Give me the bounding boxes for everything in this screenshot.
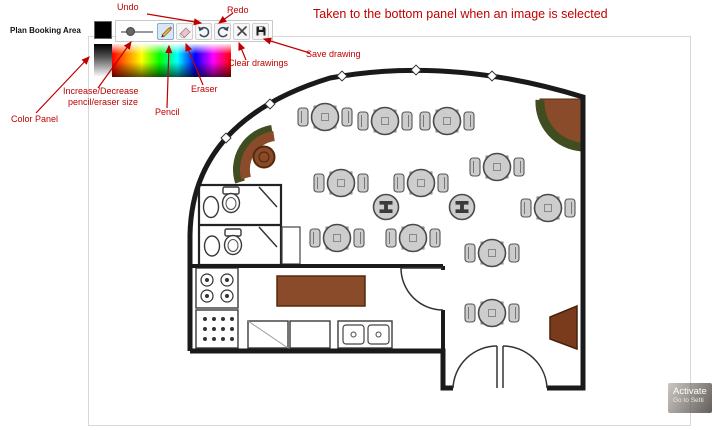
restrooms[interactable]: [197, 183, 283, 267]
palette-grayscale[interactable]: [94, 44, 112, 77]
annotation-size-line1: Increase/Decrease: [63, 86, 139, 96]
annotation-size-line2: pencil/eraser size: [68, 97, 139, 107]
window-markers: [220, 64, 498, 144]
dining-table[interactable]: [419, 106, 475, 136]
bar-counter[interactable]: [276, 275, 366, 307]
building-walls: [187, 67, 586, 391]
dining-table[interactable]: [309, 223, 365, 253]
activation-watermark: Activate Go to Setti: [668, 383, 712, 413]
dining-table[interactable]: [385, 223, 441, 253]
size-slider[interactable]: [119, 23, 155, 40]
piano[interactable]: [549, 304, 578, 351]
toilet[interactable]: [221, 186, 241, 214]
dining-table[interactable]: [520, 193, 576, 223]
color-panel: [94, 44, 231, 77]
annotation-undo: Undo: [117, 2, 139, 12]
eraser-button[interactable]: [176, 22, 193, 40]
slider-thumb[interactable]: [126, 26, 135, 36]
redo-icon: [217, 26, 229, 38]
palette-rainbow[interactable]: [112, 44, 231, 77]
annotation-eraser: Eraser: [191, 84, 218, 94]
dining-table[interactable]: [464, 238, 520, 268]
dining-table[interactable]: [357, 106, 413, 136]
dining-table[interactable]: [393, 168, 449, 198]
pencil-icon: [160, 26, 172, 38]
annotation-pencil: Pencil: [155, 107, 180, 117]
color-swatch[interactable]: [94, 21, 112, 39]
stall-door: [258, 226, 278, 248]
corner-bench-left[interactable]: [233, 125, 276, 184]
kitchen[interactable]: [195, 267, 393, 349]
undo-icon: [197, 26, 209, 38]
redo-button[interactable]: [214, 22, 231, 40]
undo-button[interactable]: [195, 22, 212, 40]
clear-drawings-icon: [236, 26, 247, 36]
watermark-line1: Activate: [673, 386, 707, 397]
save-drawing-icon: [256, 26, 265, 36]
annotation-redo: Redo: [227, 5, 249, 15]
eraser-icon: [178, 27, 191, 38]
pencil-button[interactable]: [157, 22, 174, 40]
washbasin[interactable]: [203, 235, 221, 257]
annotation-banner: Taken to the bottom panel when an image …: [313, 7, 608, 21]
page-title: Plan Booking Area: [10, 26, 81, 35]
kitchen-door: [400, 267, 444, 311]
stall-door: [258, 186, 278, 208]
dining-table[interactable]: [464, 298, 520, 328]
serving-station[interactable]: [372, 193, 400, 221]
entrance-door: [452, 345, 548, 389]
dining-table[interactable]: [313, 168, 369, 198]
dining-table[interactable]: [469, 152, 525, 182]
annotation-save: Save drawing: [306, 49, 361, 59]
dining-table[interactable]: [297, 102, 353, 132]
corner-bench-right[interactable]: [535, 98, 584, 152]
clear-drawings-button[interactable]: [233, 22, 250, 40]
stove[interactable]: [195, 267, 239, 309]
annotation-clear: Clear drawings: [228, 58, 289, 68]
toilet[interactable]: [223, 228, 243, 256]
annotation-color-panel: Color Panel: [11, 114, 59, 124]
watermark-line2: Go to Setti: [673, 397, 704, 404]
counter[interactable]: [289, 320, 331, 349]
serving-station[interactable]: [448, 193, 476, 221]
drawing-toolbar: [115, 20, 273, 42]
save-drawing-button[interactable]: [252, 22, 269, 40]
serving-stations: [372, 193, 476, 221]
washbasin[interactable]: [202, 195, 220, 219]
closet[interactable]: [281, 226, 301, 265]
slider-track: [121, 30, 153, 33]
